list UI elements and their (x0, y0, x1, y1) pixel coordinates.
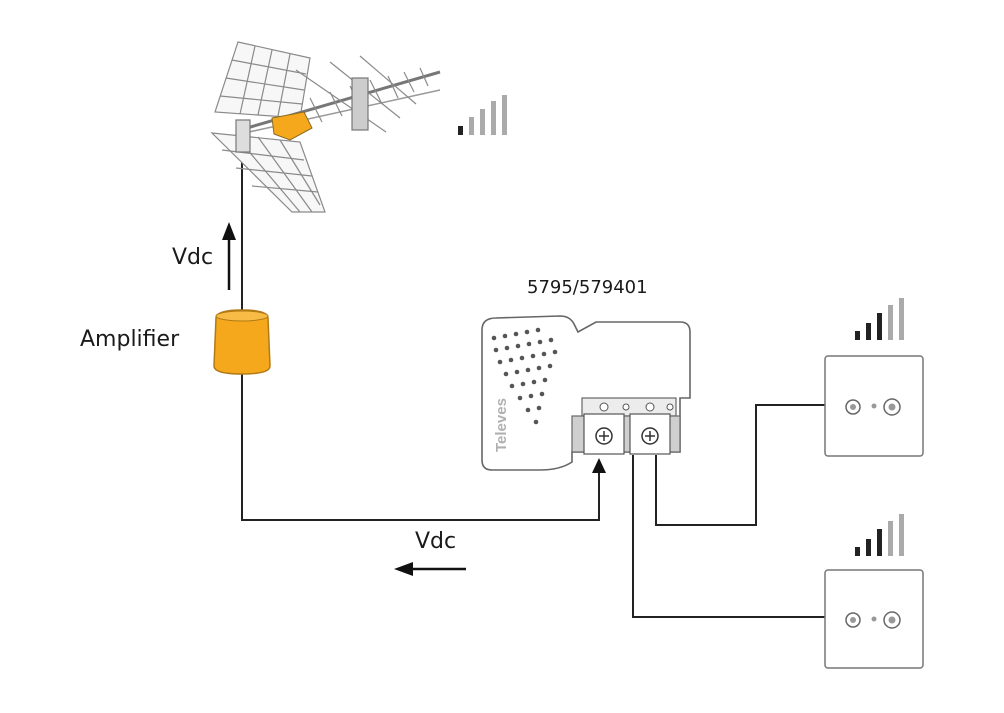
cable-psu-to-socket-top (655, 404, 826, 526)
antenna-head-amplifier-icon (271, 111, 313, 141)
power-supply-icon: Televes (481, 315, 691, 471)
vent-holes (491, 327, 558, 425)
arrow-up-icon (222, 222, 236, 290)
vdc-label-upward: Vdc (172, 245, 214, 270)
signal-strength-icon-socket-top (855, 298, 904, 340)
vdc-label-return: Vdc (415, 529, 457, 554)
cable-psu-to-socket-bottom (632, 455, 826, 618)
arrow-up-to-psu-icon (592, 458, 606, 473)
arrow-left-icon (394, 562, 466, 576)
signal-strength-icon-socket-bottom (855, 514, 904, 556)
brand-logo: Televes (493, 398, 510, 452)
wall-socket-icon-top (824, 355, 924, 457)
wall-socket-icon-bottom (824, 569, 924, 669)
yagi-antenna-icon (210, 41, 441, 213)
power-supply-model-label: 5795/579401 (527, 277, 648, 298)
cable-amplifier-to-psu (241, 374, 600, 521)
amplifier-label: Amplifier (80, 327, 180, 352)
cables (241, 150, 826, 618)
amplifier-icon (213, 309, 271, 375)
signal-strength-icon-antenna (458, 95, 507, 135)
